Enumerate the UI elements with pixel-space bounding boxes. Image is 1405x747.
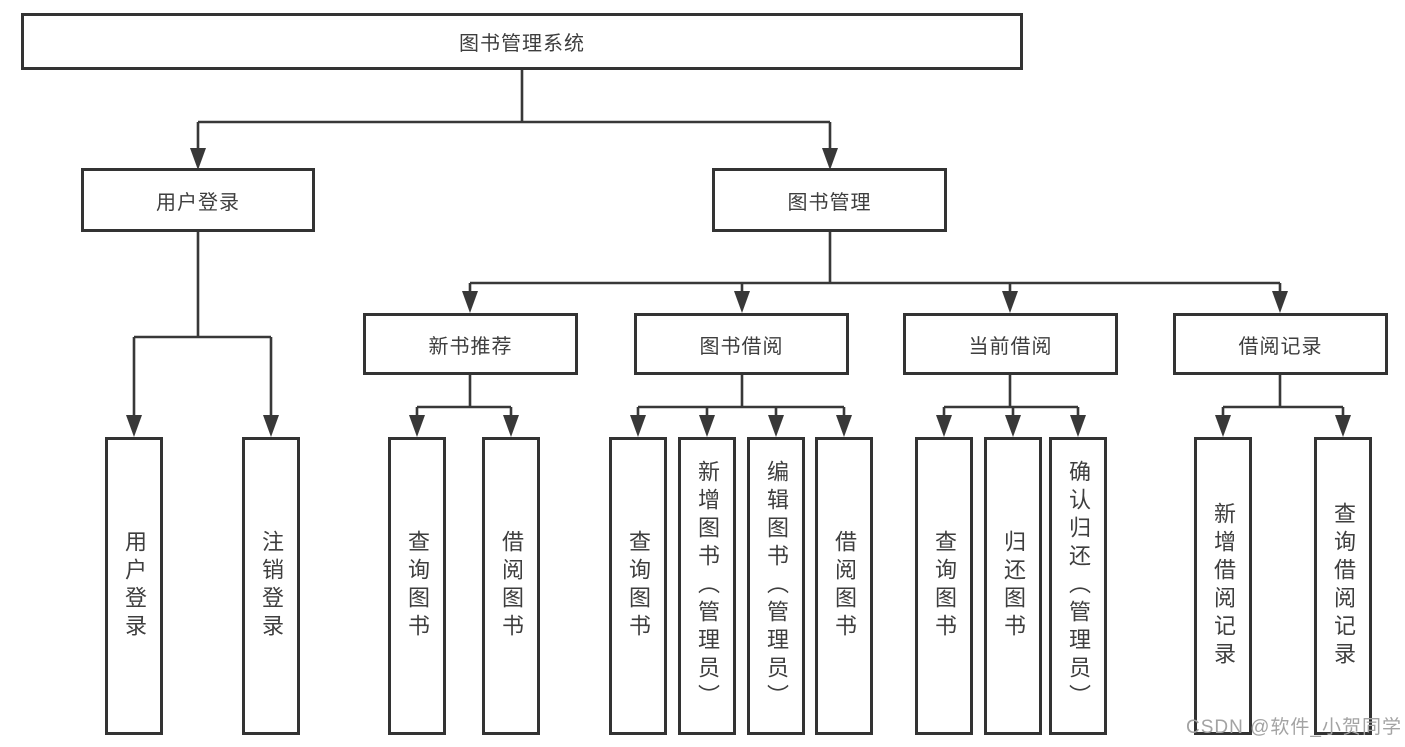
leaf-cb-return-books: 归还图书	[984, 437, 1042, 735]
node-borrowing-records-label: 借阅记录	[1238, 335, 1323, 358]
leaf-cb-return-books-label: 归还图书	[1001, 530, 1026, 642]
leaf-user-login: 用户登录	[105, 437, 163, 735]
leaf-cb-confirm-return-admin: 确认归还（管理员）	[1049, 437, 1107, 735]
leaf-user-login-label: 用户登录	[122, 530, 147, 642]
leaf-rec-query-books-label: 查询图书	[405, 530, 430, 642]
node-book-borrowing: 图书借阅	[634, 313, 849, 375]
leaf-logout: 注销登录	[242, 437, 300, 735]
node-user-login: 用户登录	[81, 168, 315, 232]
node-borrowing-records: 借阅记录	[1173, 313, 1388, 375]
leaf-br-add-record-label: 新增借阅记录	[1211, 502, 1236, 670]
node-book-management-label: 图书管理	[787, 191, 872, 214]
leaf-logout-label: 注销登录	[259, 530, 284, 642]
node-current-borrowing-label: 当前借阅	[968, 335, 1053, 358]
leaf-br-query-record: 查询借阅记录	[1314, 437, 1372, 735]
node-new-book-recommend: 新书推荐	[363, 313, 578, 375]
leaf-rec-query-books: 查询图书	[388, 437, 446, 735]
leaf-cb-query-books: 查询图书	[915, 437, 973, 735]
node-book-management: 图书管理	[712, 168, 947, 232]
node-current-borrowing: 当前借阅	[903, 313, 1118, 375]
leaf-cb-query-books-label: 查询图书	[932, 530, 957, 642]
node-root-label: 图书管理系统	[459, 33, 585, 55]
node-new-book-recommend-label: 新书推荐	[428, 335, 513, 358]
leaf-br-add-record: 新增借阅记录	[1194, 437, 1252, 735]
node-book-borrowing-label: 图书借阅	[699, 335, 784, 358]
csdn-watermark: CSDN @软件_小贺同学	[1186, 717, 1402, 738]
leaf-bb-add-books-admin-label: 新增图书（管理员）	[695, 460, 720, 712]
leaf-bb-borrow-books-label: 借阅图书	[832, 530, 857, 642]
connector-arrowheads	[126, 148, 1351, 437]
leaf-rec-borrow-books-label: 借阅图书	[499, 530, 524, 642]
leaf-cb-confirm-return-admin-label: 确认归还（管理员）	[1066, 460, 1091, 712]
leaf-bb-query-books: 查询图书	[609, 437, 667, 735]
leaf-bb-edit-books-admin-label: 编辑图书（管理员）	[764, 460, 789, 712]
leaf-bb-borrow-books: 借阅图书	[815, 437, 873, 735]
connector-stems	[132, 70, 1345, 416]
leaf-bb-query-books-label: 查询图书	[626, 530, 651, 642]
leaf-bb-add-books-admin: 新增图书（管理员）	[678, 437, 736, 735]
leaf-bb-edit-books-admin: 编辑图书（管理员）	[747, 437, 805, 735]
node-user-login-label: 用户登录	[156, 191, 240, 214]
leaf-br-query-record-label: 查询借阅记录	[1331, 502, 1356, 670]
leaf-rec-borrow-books: 借阅图书	[482, 437, 540, 735]
node-root-system: 图书管理系统	[21, 13, 1023, 70]
